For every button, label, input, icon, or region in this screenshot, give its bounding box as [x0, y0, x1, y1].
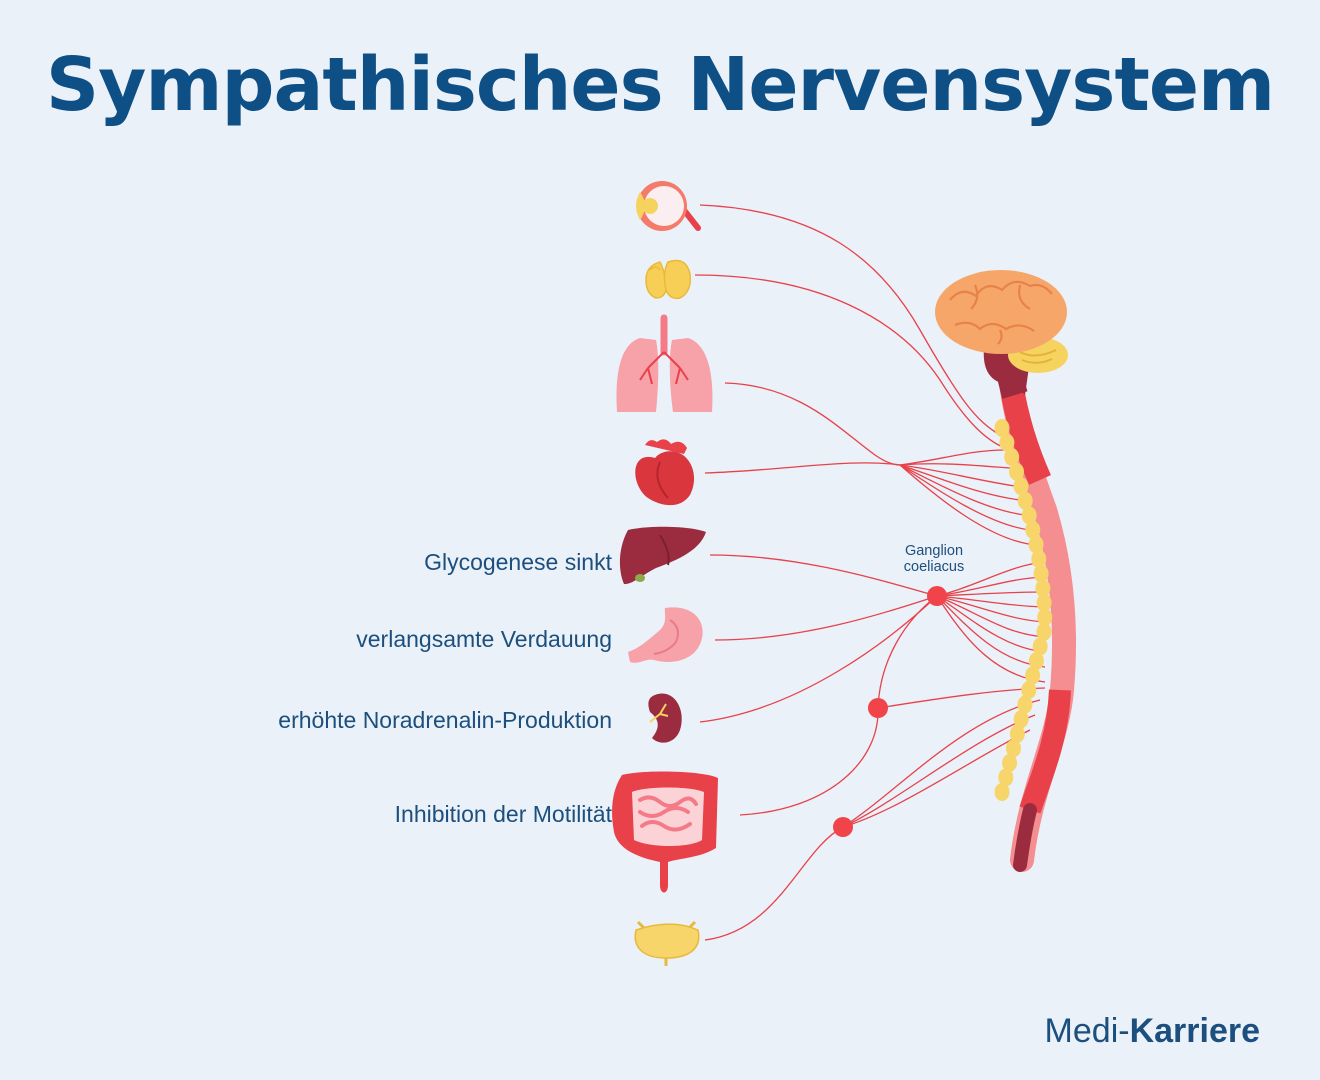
nerve-stomach: [715, 596, 937, 640]
heart-icon: [635, 439, 694, 505]
brand-logo: Medi-Karriere: [1045, 1012, 1260, 1051]
eye-icon: [636, 181, 698, 231]
ganglion-label-line1: Ganglion: [874, 543, 994, 559]
label-intestine: Inhibition der Motilität: [395, 801, 612, 828]
bladder-icon: [635, 922, 699, 966]
nerve-heart: [705, 463, 900, 473]
ganglion-lower-dot: [833, 817, 853, 837]
label-stomach: verlangsamte Verdauung: [356, 626, 612, 653]
thyroid-icon: [646, 261, 690, 299]
label-kidney: erhöhte Noradrenalin-Produktion: [278, 707, 612, 734]
chain-ganglion: [995, 783, 1010, 801]
ganglion-mesentericum-dot: [868, 698, 888, 718]
brain-icon: [935, 270, 1068, 395]
logo-part1: Medi-: [1045, 1012, 1130, 1050]
label-liver: Glycogenese sinkt: [424, 549, 612, 576]
lungs-icon: [616, 318, 712, 412]
nerve-kidney: [700, 596, 937, 722]
ganglion-coeliacus-dot: [927, 586, 947, 606]
nerve-bladder: [705, 827, 843, 940]
logo-part2: Karriere: [1130, 1012, 1260, 1050]
kidney-icon: [648, 694, 681, 743]
liver-icon: [620, 527, 706, 584]
ganglion-label-line2: coeliacus: [874, 559, 994, 575]
nerve-lungs: [725, 383, 900, 465]
intestine-icon: [612, 772, 718, 893]
spinal-cord: [1005, 350, 1064, 865]
nerve-intestine: [740, 708, 878, 815]
stomach-icon: [628, 607, 703, 662]
